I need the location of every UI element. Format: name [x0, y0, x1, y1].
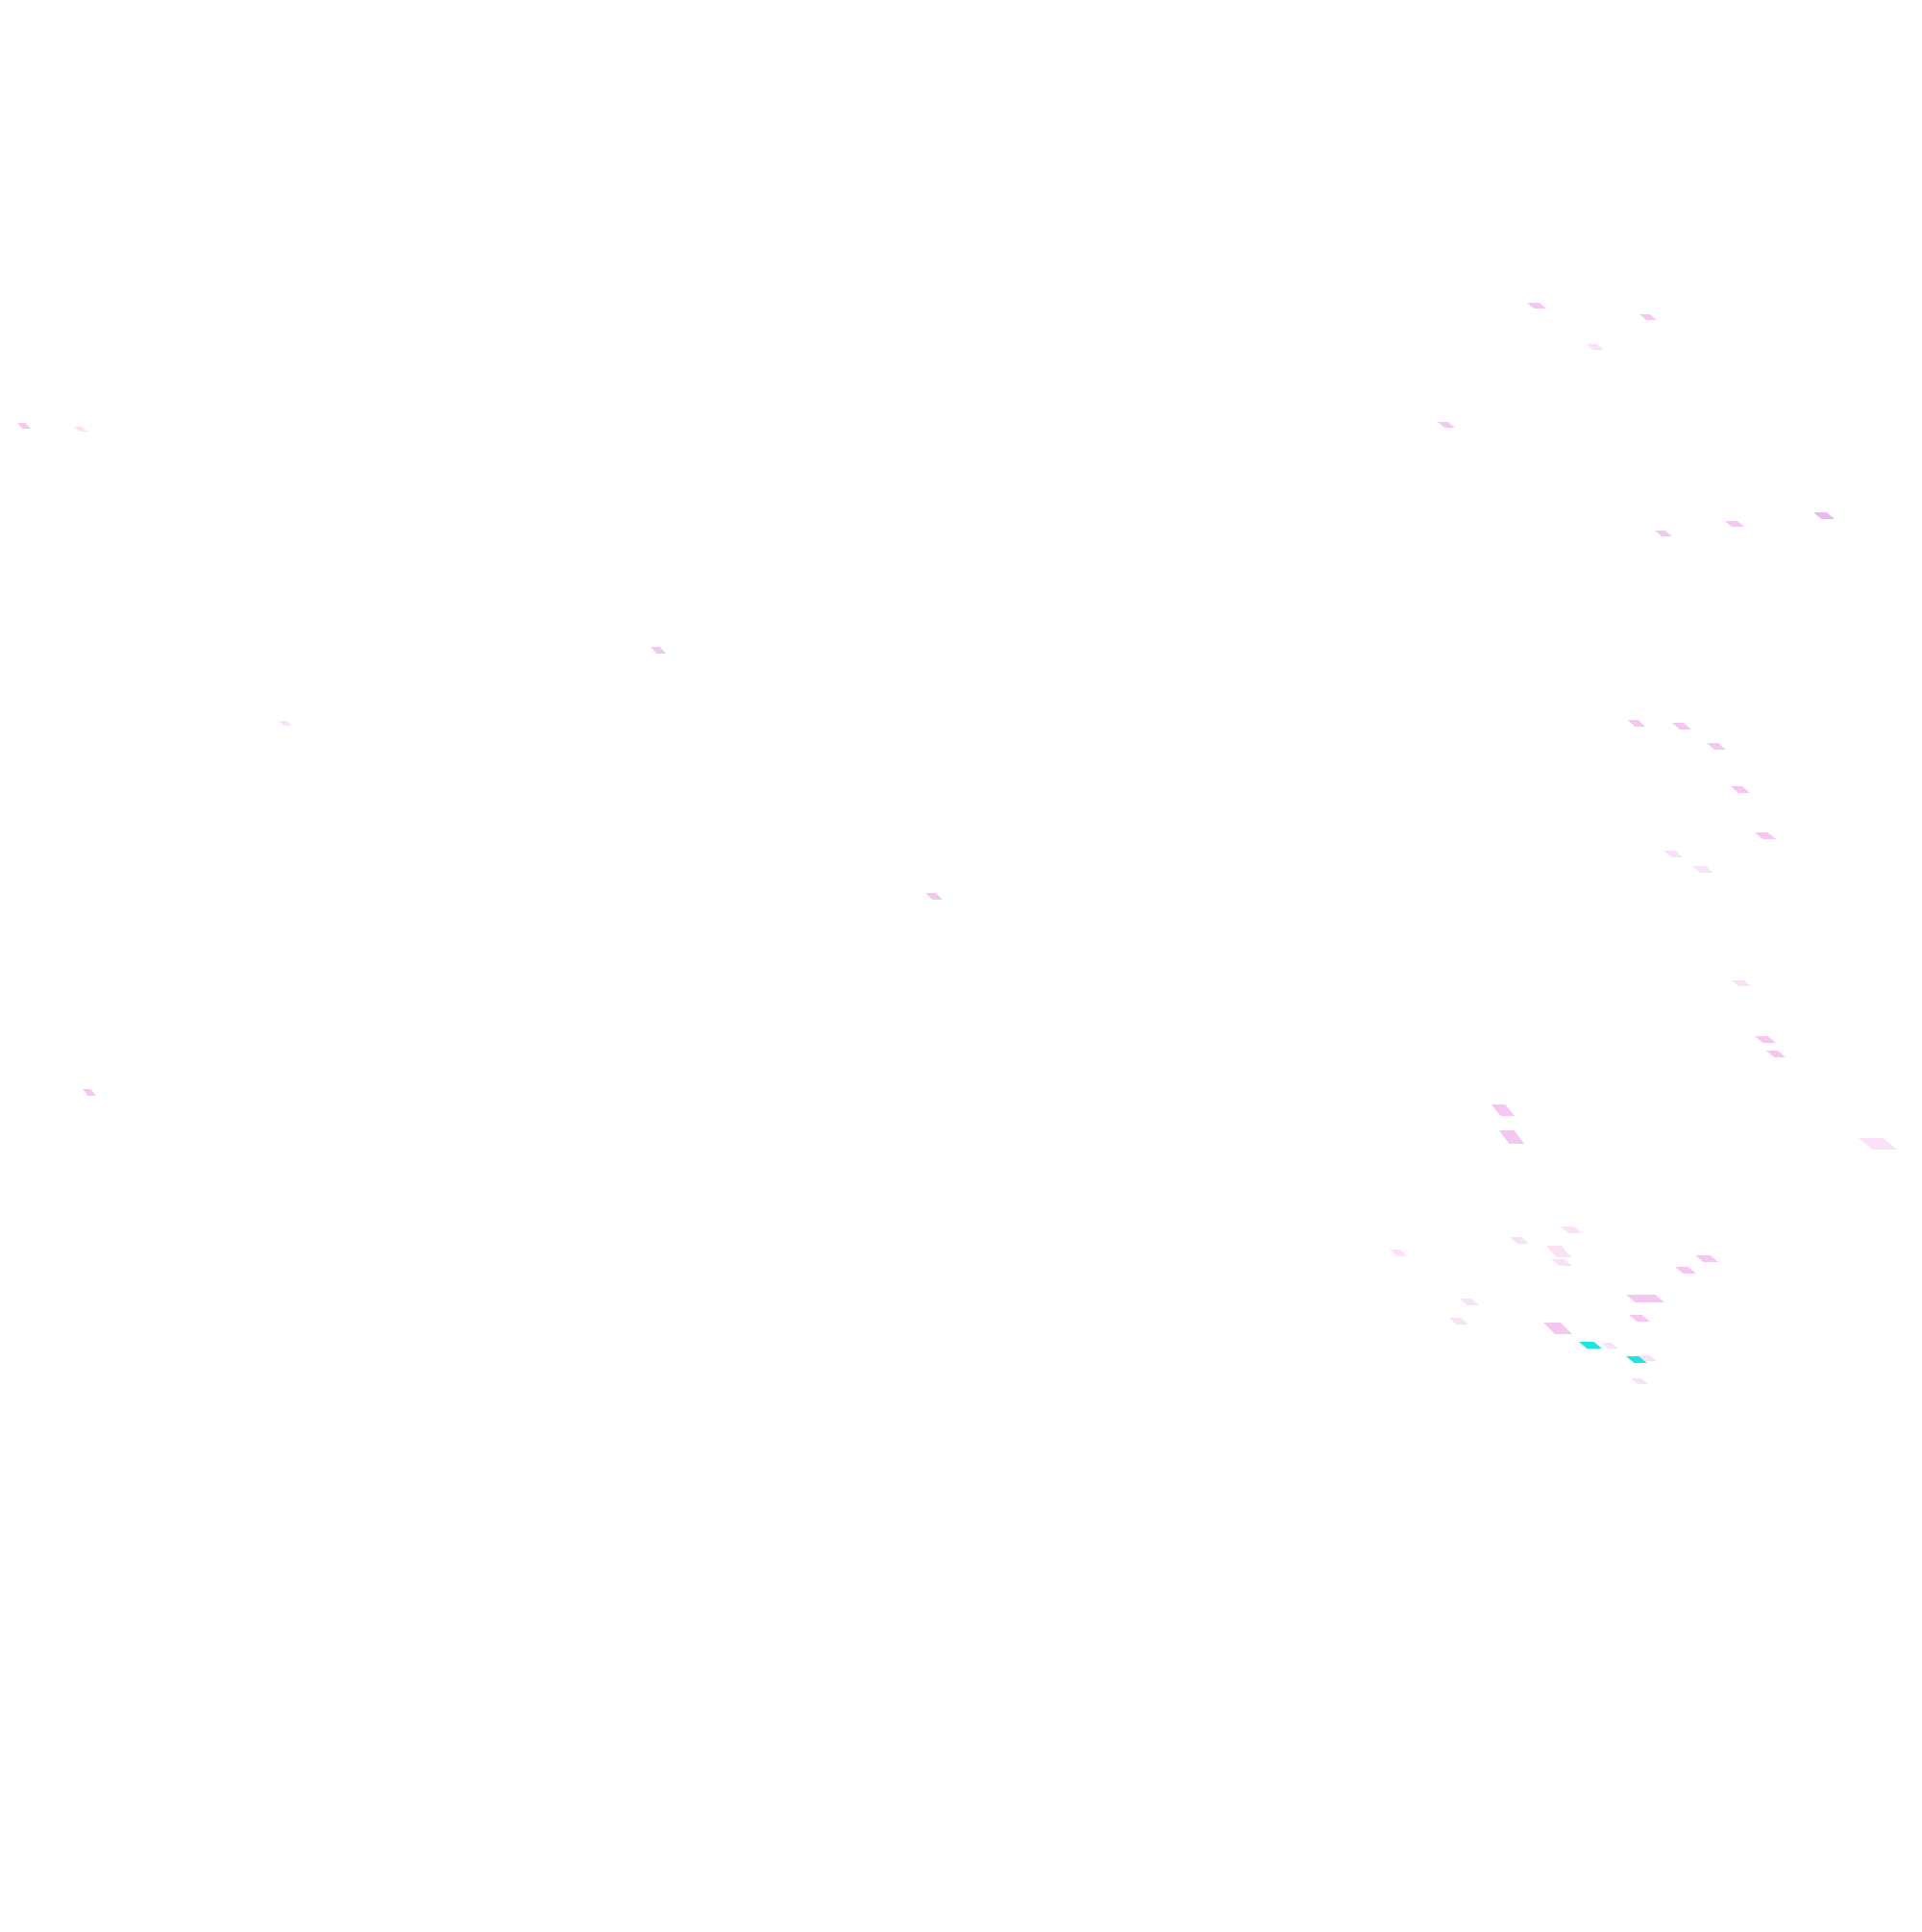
pink-fragment: [1672, 723, 1691, 730]
pink-fragment: [1390, 1250, 1407, 1256]
pink-fragment: [1725, 521, 1744, 527]
pink-fragment: [1755, 832, 1776, 839]
pink-fragment: [925, 893, 943, 900]
pink-fragment: [1692, 866, 1713, 873]
pink-fragment: [1499, 1130, 1524, 1144]
pink-fragment: [1626, 1295, 1664, 1302]
pink-fragment: [1707, 743, 1726, 750]
cyan-fragment: [1579, 1342, 1602, 1349]
pink-fragment: [1546, 1246, 1571, 1257]
pink-fragment: [1491, 1104, 1515, 1116]
pink-fragment: [1629, 1315, 1650, 1322]
pink-fragment: [1551, 1259, 1572, 1266]
pink-fragment: [1859, 1138, 1897, 1150]
pink-fragment: [74, 427, 87, 432]
pink-fragment: [1675, 1267, 1696, 1274]
pink-fragment: [1732, 980, 1751, 986]
pink-fragment: [1631, 1378, 1648, 1384]
pink-fragment: [1460, 1299, 1479, 1305]
pink-fragment: [279, 721, 292, 726]
pink-fragment: [1510, 1237, 1529, 1244]
pink-fragment: [1766, 1051, 1786, 1057]
pink-fragment: [1638, 1355, 1657, 1361]
fragment-layer: [17, 303, 1897, 1384]
pink-fragment: [1543, 1323, 1572, 1334]
pink-fragment: [1587, 344, 1604, 350]
pink-fragment: [1449, 1318, 1468, 1325]
pink-fragment: [1755, 1036, 1776, 1043]
pink-fragment: [1527, 303, 1546, 309]
pink-fragment: [1628, 720, 1645, 727]
pink-fragment: [17, 423, 31, 429]
pink-fragment: [651, 647, 666, 654]
pink-fragment: [1663, 851, 1683, 857]
pink-fragment: [1731, 786, 1750, 793]
pink-fragment: [1438, 422, 1455, 428]
pink-fragment: [1601, 1343, 1618, 1349]
pink-fragment: [1695, 1255, 1718, 1262]
pink-fragment: [1655, 531, 1672, 536]
pink-fragment: [1639, 314, 1657, 320]
pink-fragment: [83, 1089, 96, 1096]
cyan-fragment: [1626, 1356, 1647, 1363]
pink-fragment: [1561, 1226, 1582, 1233]
pink-fragment: [1813, 512, 1835, 519]
